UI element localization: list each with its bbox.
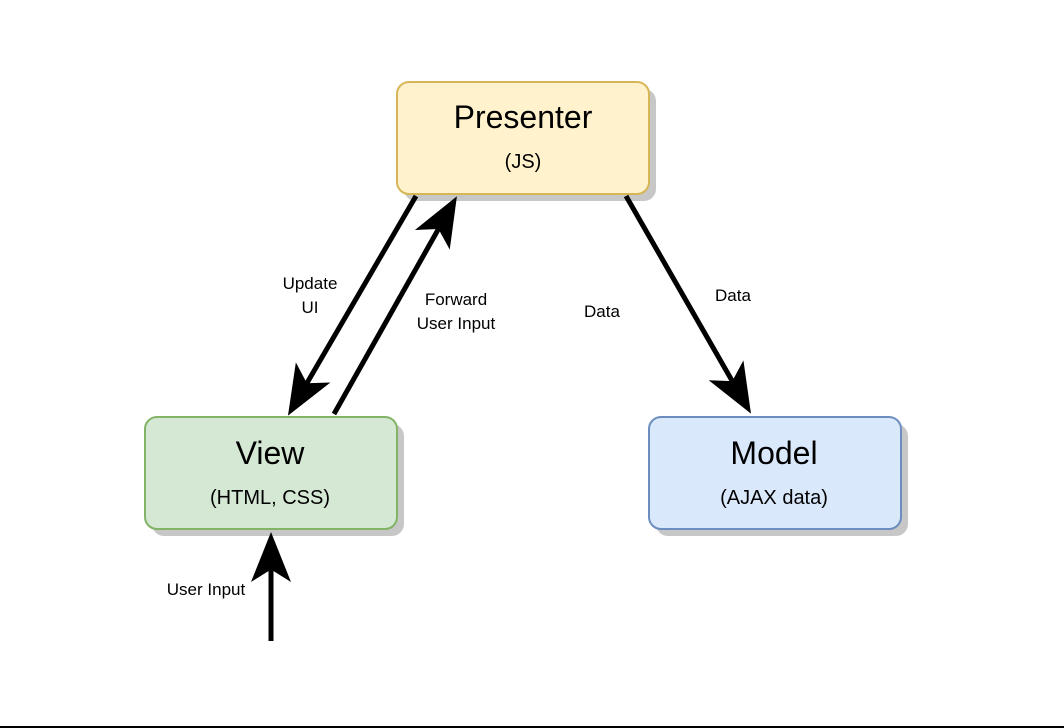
view-node[interactable]: View (HTML, CSS): [144, 416, 404, 536]
view-title: View: [236, 435, 306, 471]
update-ui-label-line1: Update: [283, 274, 338, 293]
data-arrow: [623, 194, 751, 414]
update-ui-label-line2: UI: [302, 298, 319, 317]
update-ui-arrow: [287, 194, 419, 416]
model-title: Model: [730, 435, 817, 471]
forward-input-label-line2: User Input: [417, 314, 496, 333]
forward-input-label-line1: Forward: [425, 290, 487, 309]
data-label-left: Data: [584, 302, 620, 321]
presenter-node[interactable]: Presenter (JS): [396, 81, 656, 201]
model-node[interactable]: Model (AJAX data): [648, 416, 908, 536]
presenter-title: Presenter: [454, 99, 593, 135]
presenter-subtitle: (JS): [505, 151, 542, 173]
bottom-border: [0, 726, 1064, 728]
data-label-right: Data: [715, 286, 751, 305]
view-box: [144, 416, 398, 530]
model-subtitle: (AJAX data): [720, 487, 828, 509]
view-subtitle: (HTML, CSS): [210, 487, 330, 509]
presenter-box: [396, 81, 650, 195]
model-box: [648, 416, 902, 530]
forward-input-arrow: [331, 196, 457, 416]
user-input-label: User Input: [167, 580, 246, 599]
